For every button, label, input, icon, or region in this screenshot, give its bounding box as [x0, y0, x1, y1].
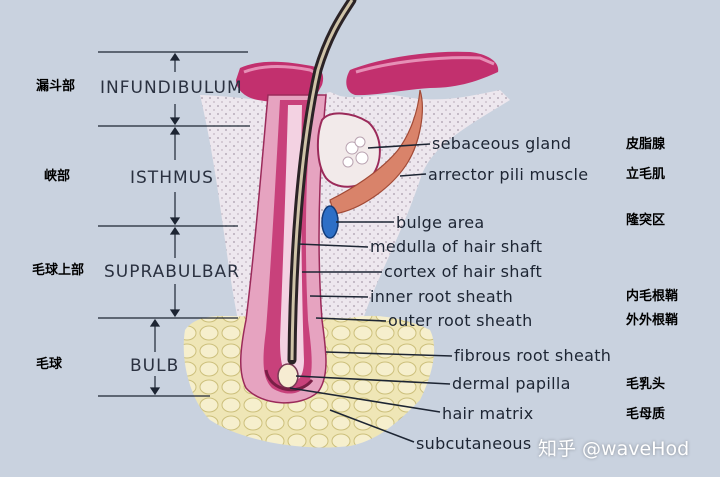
label-arrector-pili: arrector pili muscle	[428, 165, 589, 184]
region-zh-bulb: 毛球	[36, 357, 63, 372]
region-zh-suprabulbar: 毛球上部	[32, 263, 85, 278]
arrector-pili	[329, 89, 423, 215]
region-isthmus: ISTHMUS	[130, 168, 214, 188]
label-dermal-papilla: dermal papilla	[452, 374, 571, 393]
bulge-area	[321, 205, 339, 239]
region-dividers	[98, 51, 250, 397]
region-zh-isthmus: 峡部	[44, 169, 71, 184]
label-bulge-area: bulge area	[396, 213, 485, 232]
label-fibrous-root-sheath: fibrous root sheath	[454, 346, 612, 365]
dermal-papilla	[277, 363, 299, 389]
label-hair-matrix: hair matrix	[442, 404, 534, 423]
region-bulb: BULB	[130, 356, 180, 376]
region-zh-infundibulum: 漏斗部	[36, 79, 76, 94]
label-zh-outer-root-sheath: 外外根鞘	[626, 313, 679, 328]
label-sebaceous-gland: sebaceous gland	[432, 134, 572, 153]
label-zh-inner-root-sheath: 内毛根鞘	[626, 289, 679, 304]
label-zh-hair-matrix: 毛母质	[626, 407, 666, 422]
epidermis-left	[236, 61, 324, 103]
region-suprabulbar: SUPRABULBAR	[104, 262, 240, 282]
label-medulla: medulla of hair shaft	[370, 237, 543, 256]
label-subcutaneous: subcutaneous	[416, 434, 532, 453]
watermark: 知乎 @waveHod	[538, 438, 690, 460]
region-infundibulum: INFUNDIBULUM	[100, 78, 243, 98]
label-outer-root-sheath: outer root sheath	[388, 311, 533, 330]
label-zh-arrector-pili: 立毛肌	[626, 167, 666, 182]
leader-lines	[289, 143, 453, 443]
label-cortex: cortex of hair shaft	[384, 262, 543, 281]
label-zh-dermal-papilla: 毛乳头	[626, 377, 666, 392]
label-inner-root-sheath: inner root sheath	[370, 287, 514, 306]
label-zh-bulge-area: 隆突区	[626, 213, 666, 228]
epidermis-right	[346, 51, 499, 96]
label-zh-sebaceous-gland: 皮脂腺	[626, 137, 666, 152]
